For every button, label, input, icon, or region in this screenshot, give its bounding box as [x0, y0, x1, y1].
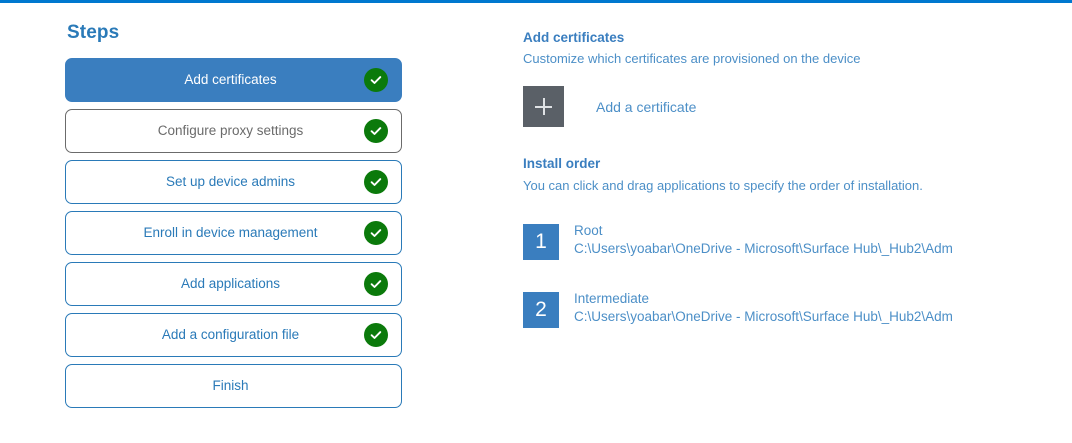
step-button-enroll-in-device-management[interactable]: Enroll in device management: [65, 211, 402, 255]
step-label: Add a configuration file: [161, 327, 300, 343]
certificates-subtitle: Customize which certificates are provisi…: [523, 51, 861, 67]
install-order-section: Install order You can click and drag app…: [523, 156, 1063, 328]
install-order-heading: Install order: [523, 156, 601, 172]
step-label: Set up device admins: [165, 174, 296, 190]
install-order-subtitle: You can click and drag applications to s…: [523, 177, 923, 193]
check-circle-icon: [364, 68, 388, 92]
install-order-number: 1: [523, 223, 559, 260]
step-label: Add applications: [180, 276, 281, 292]
step-button-configure-proxy-settings[interactable]: Configure proxy settings: [65, 109, 402, 153]
step-button-add-certificates[interactable]: Add certificates: [65, 58, 402, 102]
install-order-name: Intermediate: [574, 290, 650, 306]
page-title: Steps: [67, 22, 120, 43]
step-label: Finish: [212, 378, 249, 394]
step-button-add-a-configuration-file[interactable]: Add a configuration file: [65, 313, 402, 357]
certificates-heading: Add certificates: [523, 30, 625, 45]
check-circle-icon: [364, 272, 388, 296]
plus-icon[interactable]: [523, 86, 564, 128]
certificates-section: Add certificates Customize which certifi…: [523, 30, 1063, 128]
check-circle-icon: [364, 119, 388, 143]
step-button-finish[interactable]: Finish: [65, 364, 402, 408]
step-button-add-applications[interactable]: Add applications: [65, 262, 402, 306]
top-accent-bar: [0, 0, 1072, 3]
step-button-set-up-device-admins[interactable]: Set up device admins: [65, 160, 402, 204]
check-circle-icon: [364, 323, 388, 347]
install-order-path: C:\Users\yoabar\OneDrive - Microsoft\Sur…: [574, 241, 953, 257]
add-certificate-row: Add a certificate: [523, 86, 1063, 128]
step-label: Add certificates: [184, 72, 277, 88]
install-order-name: Root: [574, 222, 603, 238]
install-order-number: 2: [523, 291, 559, 328]
check-circle-icon: [364, 170, 388, 194]
check-circle-icon: [364, 221, 388, 245]
install-order-path: C:\Users\yoabar\OneDrive - Microsoft\Sur…: [574, 309, 953, 325]
plus-glyph: [535, 98, 552, 116]
add-certificate-button[interactable]: Add a certificate: [596, 98, 697, 115]
step-label: Enroll in device management: [143, 225, 318, 241]
detail-panel: Add certificates Customize which certifi…: [523, 30, 1063, 360]
step-label: Configure proxy settings: [157, 123, 304, 139]
